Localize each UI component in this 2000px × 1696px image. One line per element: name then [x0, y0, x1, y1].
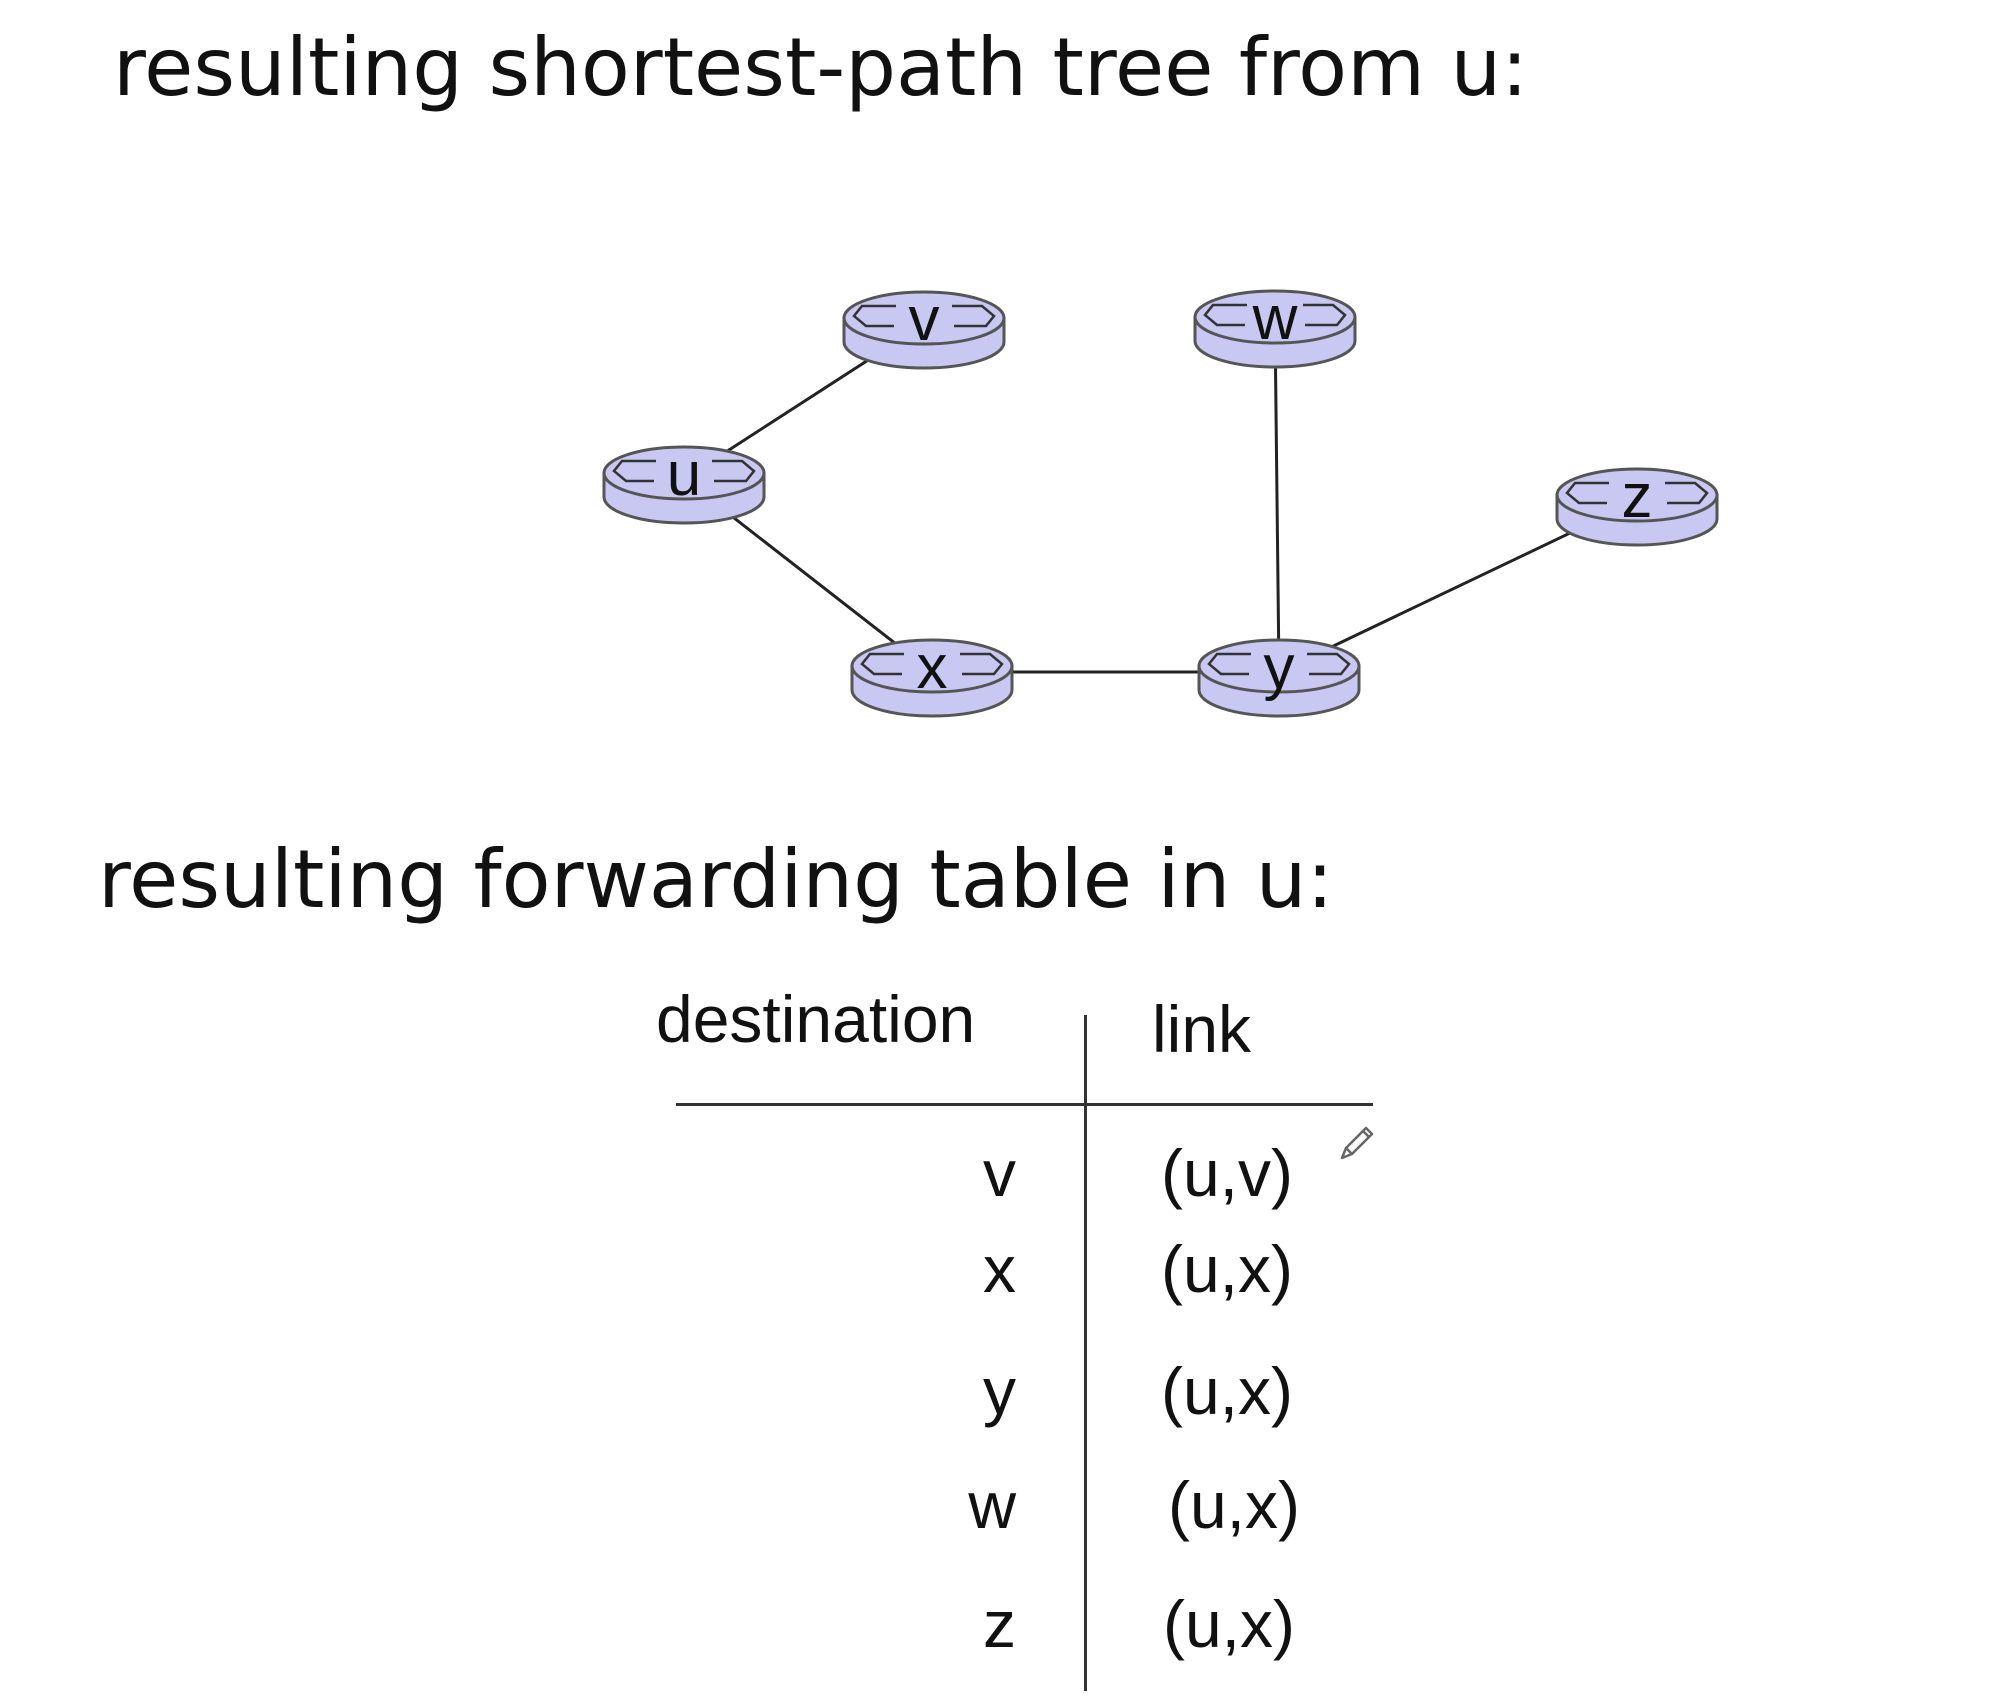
link-cell: (u,x): [1168, 1468, 1300, 1542]
router-x: x: [850, 633, 1014, 718]
destination-cell: y: [983, 1354, 1016, 1428]
router-y: y: [1197, 633, 1361, 718]
table-column-divider: [1084, 1015, 1087, 1691]
destination-cell: w: [968, 1468, 1016, 1542]
table-header-divider: [676, 1103, 1373, 1106]
link-cell: (u,x): [1161, 1232, 1293, 1306]
router-label-z: z: [1622, 462, 1653, 531]
link-cell: (u,x): [1161, 1354, 1293, 1428]
router-u: u: [602, 440, 766, 525]
destination-cell: v: [983, 1136, 1016, 1210]
router-label-x: x: [917, 633, 948, 702]
link-cell: (u,x): [1163, 1587, 1295, 1661]
edge-y-w: [1273, 322, 1281, 673]
destination-header: destination: [656, 982, 976, 1056]
link-header: link: [1152, 992, 1252, 1066]
table-heading: resulting forwarding table in u:: [98, 833, 1334, 926]
tree-heading: resulting shortest-path tree from u:: [113, 21, 1529, 114]
link-cell: (u,v): [1161, 1136, 1293, 1210]
destination-cell: x: [983, 1232, 1016, 1306]
destination-cell: z: [983, 1587, 1016, 1661]
router-label-v: v: [909, 285, 940, 354]
router-w: w: [1193, 284, 1357, 369]
router-label-y: y: [1264, 633, 1295, 702]
router-v: v: [842, 285, 1006, 370]
router-label-u: u: [667, 440, 701, 509]
router-label-w: w: [1252, 284, 1298, 353]
pencil-icon: [1340, 1126, 1374, 1160]
router-z: z: [1555, 462, 1719, 547]
